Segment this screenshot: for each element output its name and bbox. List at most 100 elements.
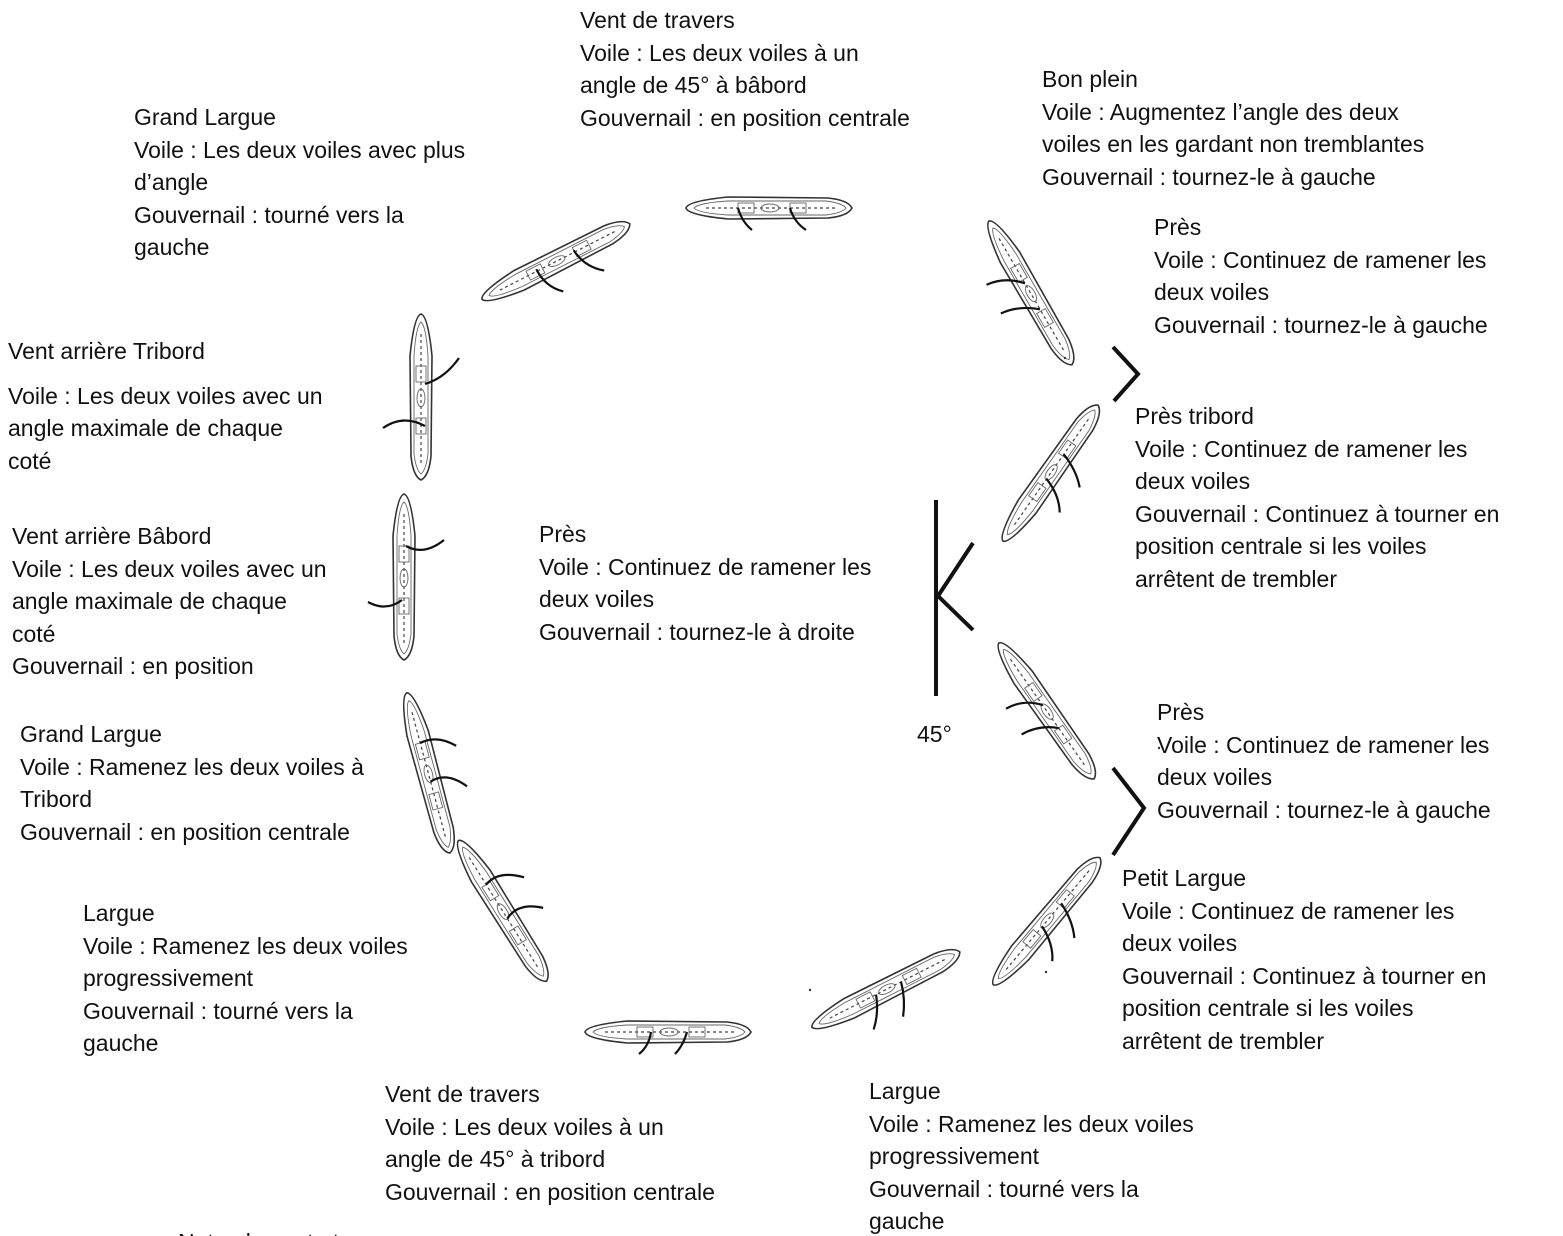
label-line: Voile : Les deux voiles avec un — [8, 382, 323, 409]
label-line: Vent de travers — [385, 1081, 540, 1107]
label-line: coté — [8, 447, 52, 474]
label-line: Vent arrière Tribord — [8, 338, 205, 364]
label-line: Voile : Ramenez les deux voiles — [869, 1110, 1194, 1137]
label-line: Gouvernail : en position centrale — [385, 1178, 715, 1205]
label-line: deux voiles — [1122, 930, 1238, 956]
chevron-upper-right — [1111, 345, 1141, 403]
chevron-lower-right — [1111, 766, 1147, 857]
label-line: Voile : Continuez de ramener les — [1135, 435, 1468, 462]
label-line: Bon plein — [1042, 66, 1138, 92]
label-line: Voile : Les deux voiles avec plus — [134, 136, 466, 163]
label-line: position centrale si les voiles — [1122, 995, 1414, 1021]
label-line: gauche — [83, 1030, 159, 1056]
label-line: Voile : Les deux voiles à un — [580, 39, 859, 66]
label-line: Grand Largue — [134, 104, 276, 130]
label-line: angle de 45° à bâbord — [580, 72, 807, 98]
label-line: Près — [1157, 699, 1205, 725]
label-line: Voile : Ramenez les deux voiles à — [20, 753, 364, 780]
boat-vent-travers-babord — [685, 196, 853, 231]
label-line: Gouvernail : en position centrale — [580, 104, 910, 131]
label-line: Gouvernail : tourné vers la — [83, 997, 353, 1024]
boat-grand-largue-bottom — [395, 689, 468, 857]
label-line: deux voiles — [539, 586, 655, 612]
label-line: Gouvernail : tournez-le à gauche — [1157, 796, 1491, 823]
label-line: Gouvernail : en position centrale — [20, 818, 350, 845]
label-line: angle de 45° à tribord — [385, 1146, 606, 1172]
label-line: Près — [539, 521, 587, 547]
label-line: Voile : Continuez de ramener les — [1122, 897, 1455, 924]
label-line: coté — [12, 620, 56, 647]
label-line: Près — [1154, 214, 1202, 240]
label-line: Près tribord — [1135, 403, 1254, 429]
label-note-partial: Note : le vent et — [178, 1226, 339, 1236]
label-line: gauche — [134, 234, 210, 260]
label-line: progressivement — [83, 965, 254, 991]
label-line: Voile : Continuez de ramener les — [1154, 246, 1487, 273]
label-line — [8, 368, 323, 380]
label-line: Voile : Augmentez l’angle des deux — [1042, 98, 1399, 125]
label-line: Petit Largue — [1122, 865, 1247, 891]
label-line: Note : le vent et — [178, 1226, 339, 1236]
boat-vent-arriere-babord — [367, 493, 445, 661]
label-line: deux voiles — [1157, 764, 1273, 790]
boat-petit-largue — [984, 849, 1110, 993]
label-line: Largue — [83, 900, 155, 926]
boat-pres-top-right — [978, 214, 1083, 372]
label-line: Gouvernail : tournez-le à gauche — [1154, 311, 1488, 338]
label-line: arrêtent de trembler — [1122, 1027, 1324, 1054]
label-line: Voile : Continuez de ramener les — [539, 553, 872, 580]
label-line: voiles en les gardant non tremblantes — [1042, 131, 1425, 157]
boat-pres-tribord — [993, 398, 1108, 549]
label-line: Gouvernail : tournez-le à droite — [539, 618, 855, 645]
speck — [1157, 746, 1161, 750]
label-line: Voile : Les deux voiles à un — [385, 1113, 664, 1140]
label-line: Voile : Continuez de ramener les — [1157, 731, 1490, 758]
label-line: progressivement — [869, 1143, 1040, 1169]
label-line: Vent de travers — [580, 7, 735, 33]
label-line: gauche — [869, 1208, 945, 1234]
label-line: Gouvernail : Continuez à tourner en — [1135, 500, 1500, 527]
boat-vent-arriere-tribord — [382, 313, 460, 481]
boat-vent-travers-tribord — [584, 1020, 752, 1055]
speck — [808, 988, 812, 992]
speck — [1044, 970, 1048, 974]
boat-pres-bottom-right — [989, 635, 1104, 786]
label-line: Grand Largue — [20, 721, 162, 747]
label-line: Vent arrière Bâbord — [12, 523, 212, 549]
boat-grand-largue-top — [476, 213, 636, 310]
label-line: Largue — [869, 1078, 941, 1104]
label-line: Voile : Ramenez les deux voiles — [83, 932, 408, 959]
label-line: angle maximale de chaque — [8, 415, 283, 441]
label-line: Gouvernail : tourné vers la — [869, 1175, 1139, 1202]
boat-largue-bottom — [806, 941, 966, 1038]
label-line: Gouvernail : en position — [12, 653, 254, 679]
wind-angle-chevron — [935, 541, 975, 632]
label-line: Gouvernail : tournez-le à gauche — [1042, 163, 1376, 190]
label-line: arrêtent de trembler — [1135, 565, 1337, 592]
label-line: 45° — [917, 721, 952, 747]
label-line: Gouvernail : Continuez à tourner en — [1122, 962, 1487, 989]
label-line: deux voiles — [1135, 468, 1251, 494]
label-line: angle maximale de chaque — [12, 588, 287, 614]
label-line: Voile : Les deux voiles avec un — [12, 555, 327, 582]
label-angle: 45° — [917, 718, 952, 751]
label-line: position centrale si les voiles — [1135, 533, 1427, 559]
label-line: Gouvernail : tourné vers la — [134, 201, 404, 228]
speck — [1063, 356, 1067, 360]
